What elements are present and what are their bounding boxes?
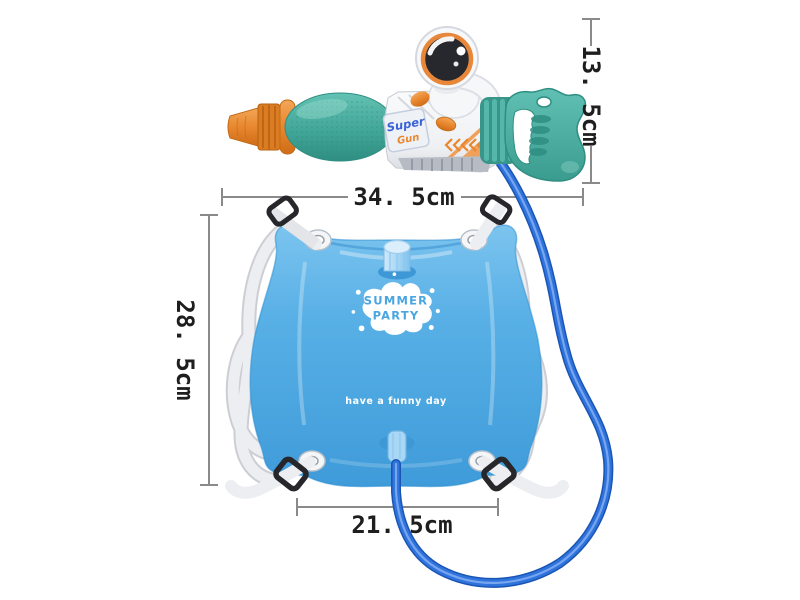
astronaut-figure — [410, 26, 502, 132]
tank-logo: SUMMER PARTY — [351, 272, 440, 335]
astronaut-glove — [410, 91, 430, 107]
gun-sticker: Super Gun — [382, 108, 430, 153]
buckle-bottom-left — [273, 456, 309, 492]
water-tube — [391, 153, 614, 588]
gun-sticker-line2: Gun — [396, 132, 420, 147]
gun-pump-grip — [284, 92, 396, 162]
tank-fill-cap — [378, 239, 416, 280]
tank-logo-line2: PARTY — [373, 308, 420, 322]
buckle-bottom-right — [481, 456, 517, 492]
strap-buckles — [225, 194, 569, 499]
strap-bottom-right — [478, 456, 569, 499]
strap-top-right — [470, 194, 513, 250]
gun-sticker-line1: Super — [386, 114, 427, 135]
buckle-top-right — [479, 194, 513, 226]
tank-tagline: have a funny day — [345, 396, 447, 407]
water-gun: Super Gun — [227, 26, 587, 182]
label-gun-height: 13. 5cm — [577, 45, 605, 146]
backpack-water-tank: SUMMER PARTY have a funny day — [225, 194, 569, 499]
tank-logo-line1: SUMMER — [364, 294, 428, 308]
astronaut-boot — [435, 116, 457, 132]
label-tank-width: 21. 5cm — [351, 511, 452, 539]
strap-top-left — [266, 195, 322, 250]
dimension-tank-height-line — [200, 214, 218, 486]
label-overall-length: 34. 5cm — [353, 183, 454, 211]
tank-outlet-valve — [379, 430, 415, 463]
handle-hole — [536, 96, 552, 108]
label-tank-height: 28. 5cm — [171, 299, 199, 400]
strap-bottom-left — [225, 456, 316, 499]
dimension-gun-height-line — [582, 18, 600, 184]
dimension-labels: 34. 5cm 13. 5cm 28. 5cm 21. 5cm — [171, 45, 605, 539]
gun-handle — [504, 87, 587, 182]
buckle-top-left — [266, 195, 299, 227]
handle-finger-ridges — [529, 115, 551, 156]
astronaut-helmet — [415, 26, 479, 90]
